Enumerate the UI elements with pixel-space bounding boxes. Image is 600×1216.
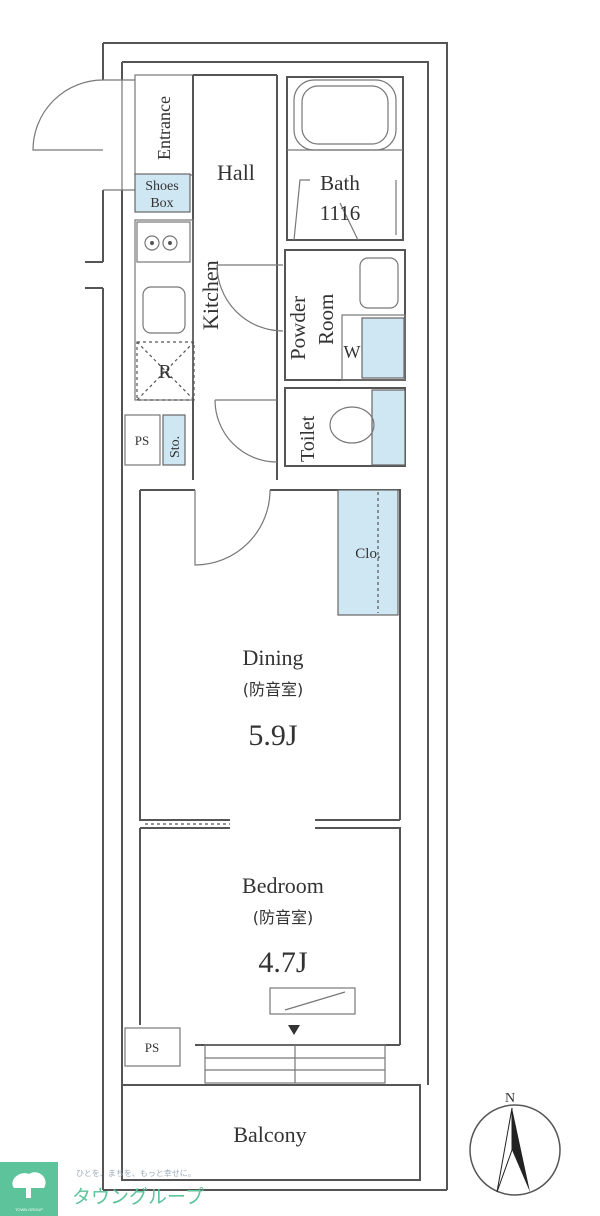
bedroom-walls [139,827,401,1046]
dining-note: (防音室) [243,680,304,699]
kitchen-label: Kitchen [198,260,223,330]
refrigerator-space [136,341,195,401]
logo-name: タウングループ [72,1186,204,1208]
wash-basin [359,257,399,309]
dining-label: Dining [242,645,303,670]
ps-lower-label: PS [145,1040,159,1055]
toilet-label: Toilet [297,415,319,462]
outer-walls [85,42,448,1191]
dining-door [194,489,271,566]
toilet-bowl [329,406,375,444]
window [204,1044,386,1084]
storage [162,414,186,466]
entrance-label: Entrance [154,96,174,160]
balcony-label: Balcony [233,1122,306,1147]
hall-label: Hall [217,160,255,185]
washer-space [361,317,405,379]
shoes-box [134,173,191,213]
dining-walls [139,489,401,821]
burner-icons [144,235,178,251]
powder-door [216,264,284,332]
ps-lower [124,1027,181,1067]
entrance-door [32,79,135,191]
bath-room [286,76,404,241]
closet [337,489,399,616]
dining-size: 5.9J [248,719,298,752]
compass-north-label: N [505,1091,515,1106]
logo-tagline: ひとを、まちを、もっと幸せに。 [76,1169,196,1178]
powder-room-label-2: Room [314,294,338,345]
bedroom-note: (防音室) [253,908,314,927]
toilet-door [214,399,278,463]
sink [142,286,186,334]
toilet-tank-area [371,389,406,466]
air-conditioner-icon [269,987,356,1015]
bath-size-label: 1116 [320,201,360,225]
shoes-box-label-1: Shoes [145,179,178,194]
powder-room-label-1: Powder [286,296,310,360]
logo [0,1162,58,1216]
washer-label: W [344,342,361,362]
bathtub [293,79,397,151]
refrigerator-label: R [158,361,172,383]
storage-label: Sto. [168,436,183,458]
compass-icon [469,1104,561,1196]
closet-label: Clo. [355,546,380,562]
ps-upper [124,414,161,466]
ps-upper-label: PS [135,433,149,448]
bedroom-label: Bedroom [242,873,324,898]
tree-icon [12,1172,46,1188]
logo-mark-text: TOWN GROUP [15,1207,43,1212]
stove [136,221,191,263]
entry-marker-icon [288,1025,300,1035]
bedroom-size: 4.7J [258,946,308,979]
shoes-box-label-2: Box [150,196,173,211]
bath-label: Bath [320,171,360,195]
